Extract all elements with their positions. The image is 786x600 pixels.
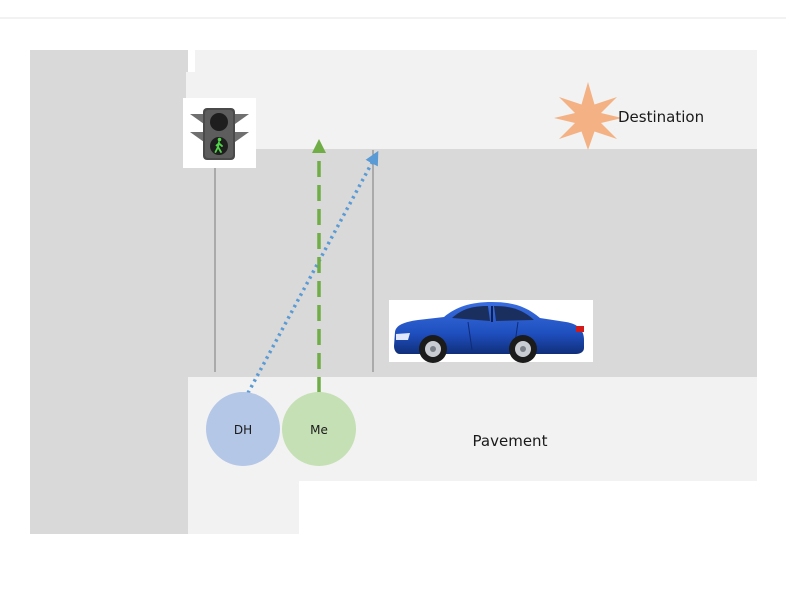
dh-person-circle: [206, 392, 280, 466]
car-icon: [389, 300, 593, 363]
me-label: Me: [310, 423, 328, 437]
pavement-label: Pavement: [473, 432, 548, 450]
side-road: [30, 50, 188, 534]
near-pavement-corner: [188, 481, 299, 534]
me-person-circle: [282, 392, 356, 466]
destination-label: Destination: [618, 108, 704, 126]
dh-label: DH: [234, 423, 252, 437]
far-pavement: [195, 50, 757, 149]
pedestrian-traffic-light-icon: [183, 98, 256, 168]
dh-crossing-path: [246, 150, 379, 394]
destination-star-icon: [554, 82, 622, 150]
